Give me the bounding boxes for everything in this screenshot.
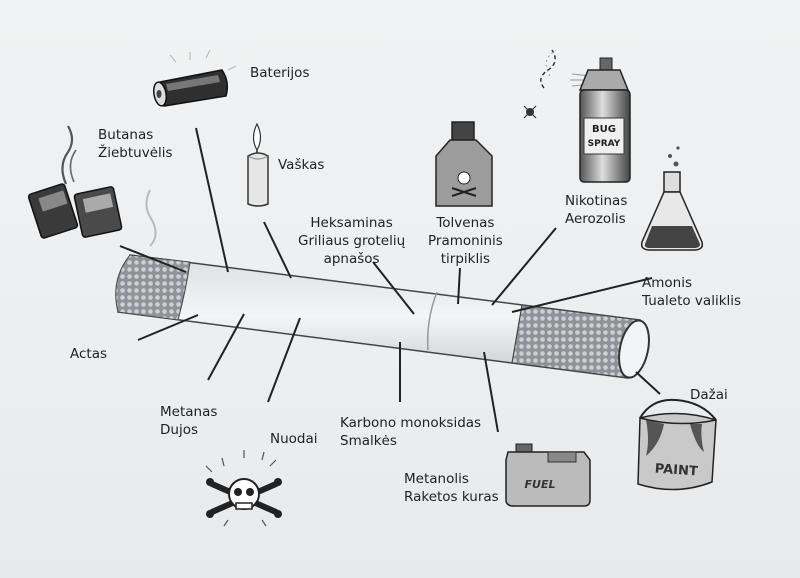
- cigarette: [116, 255, 654, 380]
- bug-spray-icon: BUG SPRAY: [524, 50, 630, 182]
- bug-spray-text-2: SPRAY: [588, 139, 621, 149]
- skull-crossbones-icon: [206, 450, 282, 526]
- label-butanas: Butanas Žiebtuvėlis: [98, 126, 173, 162]
- paint-can-text: PAINT: [654, 462, 698, 480]
- fuel-can-icon: FUEL: [506, 444, 590, 506]
- label-nuodai: Nuodai: [270, 430, 318, 448]
- label-karbono: Karbono monoksidas Smalkės: [340, 414, 481, 450]
- label-baterijos: Baterijos: [250, 64, 309, 82]
- label-tolvenas: Tolvenas Pramoninis tirpiklis: [428, 214, 503, 268]
- paint-can-icon: PAINT: [638, 400, 716, 490]
- toxic-bottle-icon: [436, 122, 492, 206]
- fuel-can-text: FUEL: [525, 478, 556, 491]
- label-actas: Actas: [70, 345, 107, 363]
- label-heksaminas: Heksaminas Griliaus grotelių apnašos: [298, 214, 405, 268]
- label-amonis: Amonis Tualeto valiklis: [642, 274, 741, 310]
- label-nikotinas: Nikotinas Aerozolis: [565, 192, 627, 228]
- label-metanolis: Metanolis Raketos kuras: [404, 470, 499, 506]
- flask-icon: [642, 146, 703, 250]
- label-dazai: Dažai: [690, 386, 728, 404]
- battery-icon: [152, 50, 236, 107]
- bug-spray-text-1: BUG: [592, 124, 616, 135]
- candle-icon: [248, 124, 268, 206]
- label-metanas: Metanas Dujos: [160, 403, 217, 439]
- label-vaskas: Vaškas: [278, 156, 324, 174]
- cigarette-ash-end: [116, 255, 190, 320]
